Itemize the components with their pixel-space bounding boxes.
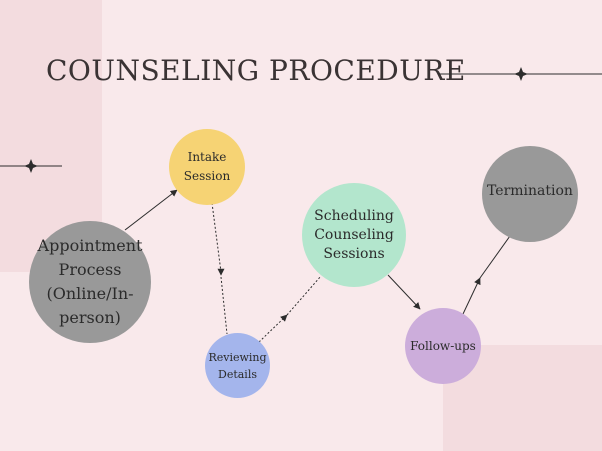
- step-scheduling-sessions: Scheduling Counseling Sessions: [302, 183, 406, 287]
- sparkle-icon: [514, 67, 528, 81]
- step-scheduling-label: Scheduling Counseling Sessions: [314, 207, 394, 262]
- step-followups-label: Follow-ups: [410, 339, 476, 353]
- step-termination-label: Termination: [487, 183, 573, 199]
- page-title: COUNSELING PROCEDURE: [46, 54, 466, 87]
- sparkle-icon: [24, 159, 38, 173]
- step-intake-session: Intake Session: [169, 129, 245, 205]
- arrow-appointment-to-intake: [124, 189, 178, 231]
- step-termination: Termination: [482, 146, 578, 242]
- step-intake-label: Intake Session: [183, 150, 231, 183]
- arrow-scheduling-to-followups: [387, 274, 421, 310]
- step-appointment-label: Appointment Process (Online/In-person): [37, 236, 143, 327]
- connector-reviewing-to-scheduling-b: [286, 275, 322, 316]
- connector-reviewing-to-scheduling-a: [258, 314, 288, 343]
- arrow-intake-to-reviewing: [211, 202, 222, 273]
- step-reviewing-details: Reviewing Details: [205, 333, 270, 398]
- step-appointment-process: Appointment Process (Online/In-person): [29, 221, 151, 343]
- step-reviewing-label: Reviewing Details: [208, 350, 267, 381]
- step-follow-ups: Follow-ups: [405, 308, 481, 384]
- connector-intake-reviewing-lower: [220, 276, 228, 335]
- connector-followups-to-termination-b: [479, 235, 511, 279]
- connector-followups-to-termination-a: [462, 277, 481, 315]
